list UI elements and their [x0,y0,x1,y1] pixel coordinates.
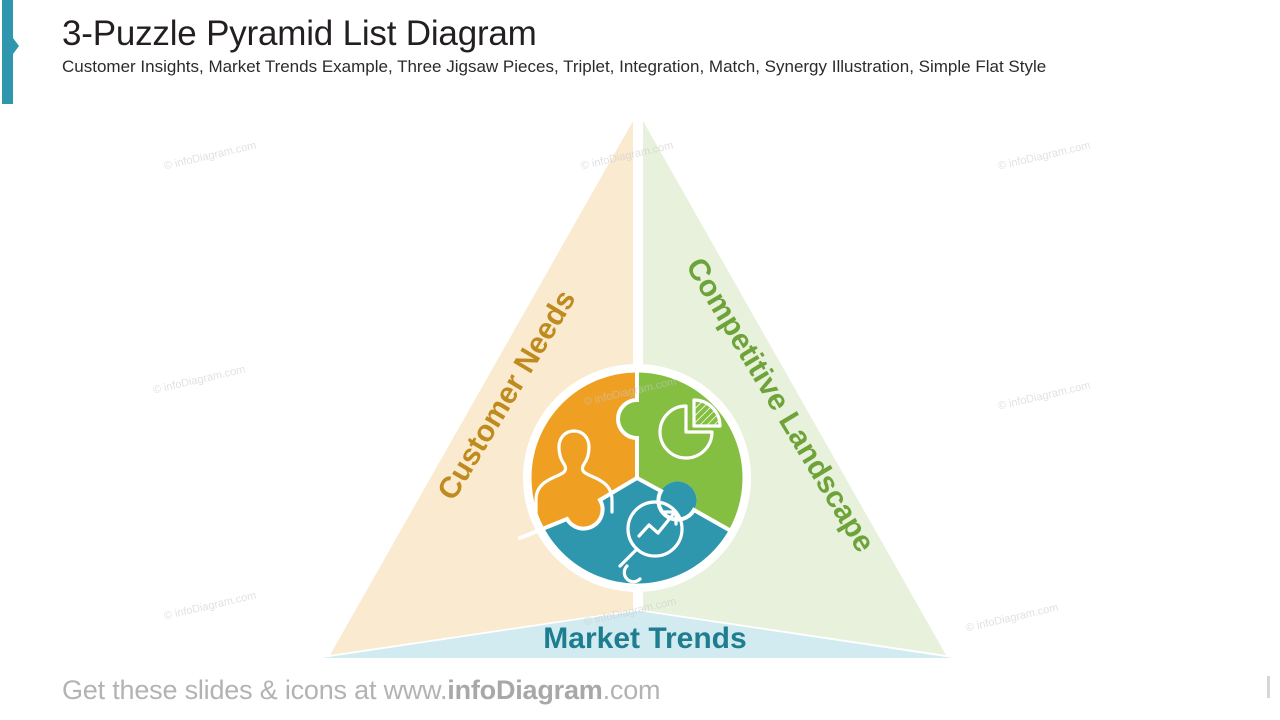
magnifier-trend-icon [618,500,684,584]
person-icon [534,429,614,514]
footer-right-marker [1267,676,1270,698]
left-accent-bar [2,0,19,104]
footer-suffix: .com [602,675,661,705]
page-subtitle: Customer Insights, Market Trends Example… [62,57,1047,77]
slide-header: 3-Puzzle Pyramid List Diagram Customer I… [62,14,1242,77]
footer-cta[interactable]: Get these slides & icons at www.infoDiag… [62,675,661,706]
page-title: 3-Puzzle Pyramid List Diagram [62,14,537,53]
footer-prefix: Get these slides & icons at www. [62,675,448,705]
pie-chart-icon [658,398,722,460]
zone-market-trends[interactable] [322,611,953,658]
puzzle-circle-outline [526,367,748,589]
footer-brand: infoDiagram [447,675,603,705]
puzzle-seams [518,368,733,540]
label-market-trends: Market Trends [543,622,746,655]
